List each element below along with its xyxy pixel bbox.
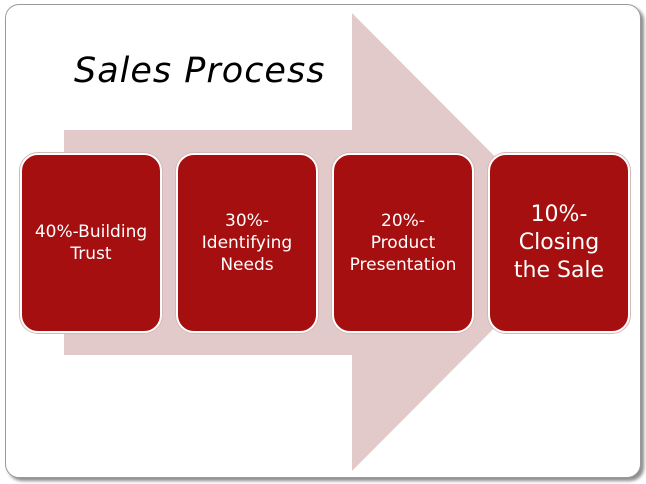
arrow-shape	[64, 13, 580, 471]
step-label: 10%- Closing the Sale	[513, 202, 605, 283]
page-title: Sales Process	[74, 51, 326, 91]
step-identifying-needs: 30%- Identifying Needs	[176, 153, 318, 333]
slide: Sales Process 40%-Building Trust 30%- Id…	[5, 4, 641, 478]
step-product-presentation: 20%- Product Presentation	[332, 153, 474, 333]
step-label: 30%- Identifying Needs	[201, 211, 293, 275]
step-label: 40%-Building Trust	[34, 222, 148, 264]
step-label: 20%- Product Presentation	[349, 211, 457, 275]
process-arrow	[64, 13, 580, 471]
step-closing-the-sale: 10%- Closing the Sale	[488, 153, 630, 333]
step-building-trust: 40%-Building Trust	[20, 153, 162, 333]
